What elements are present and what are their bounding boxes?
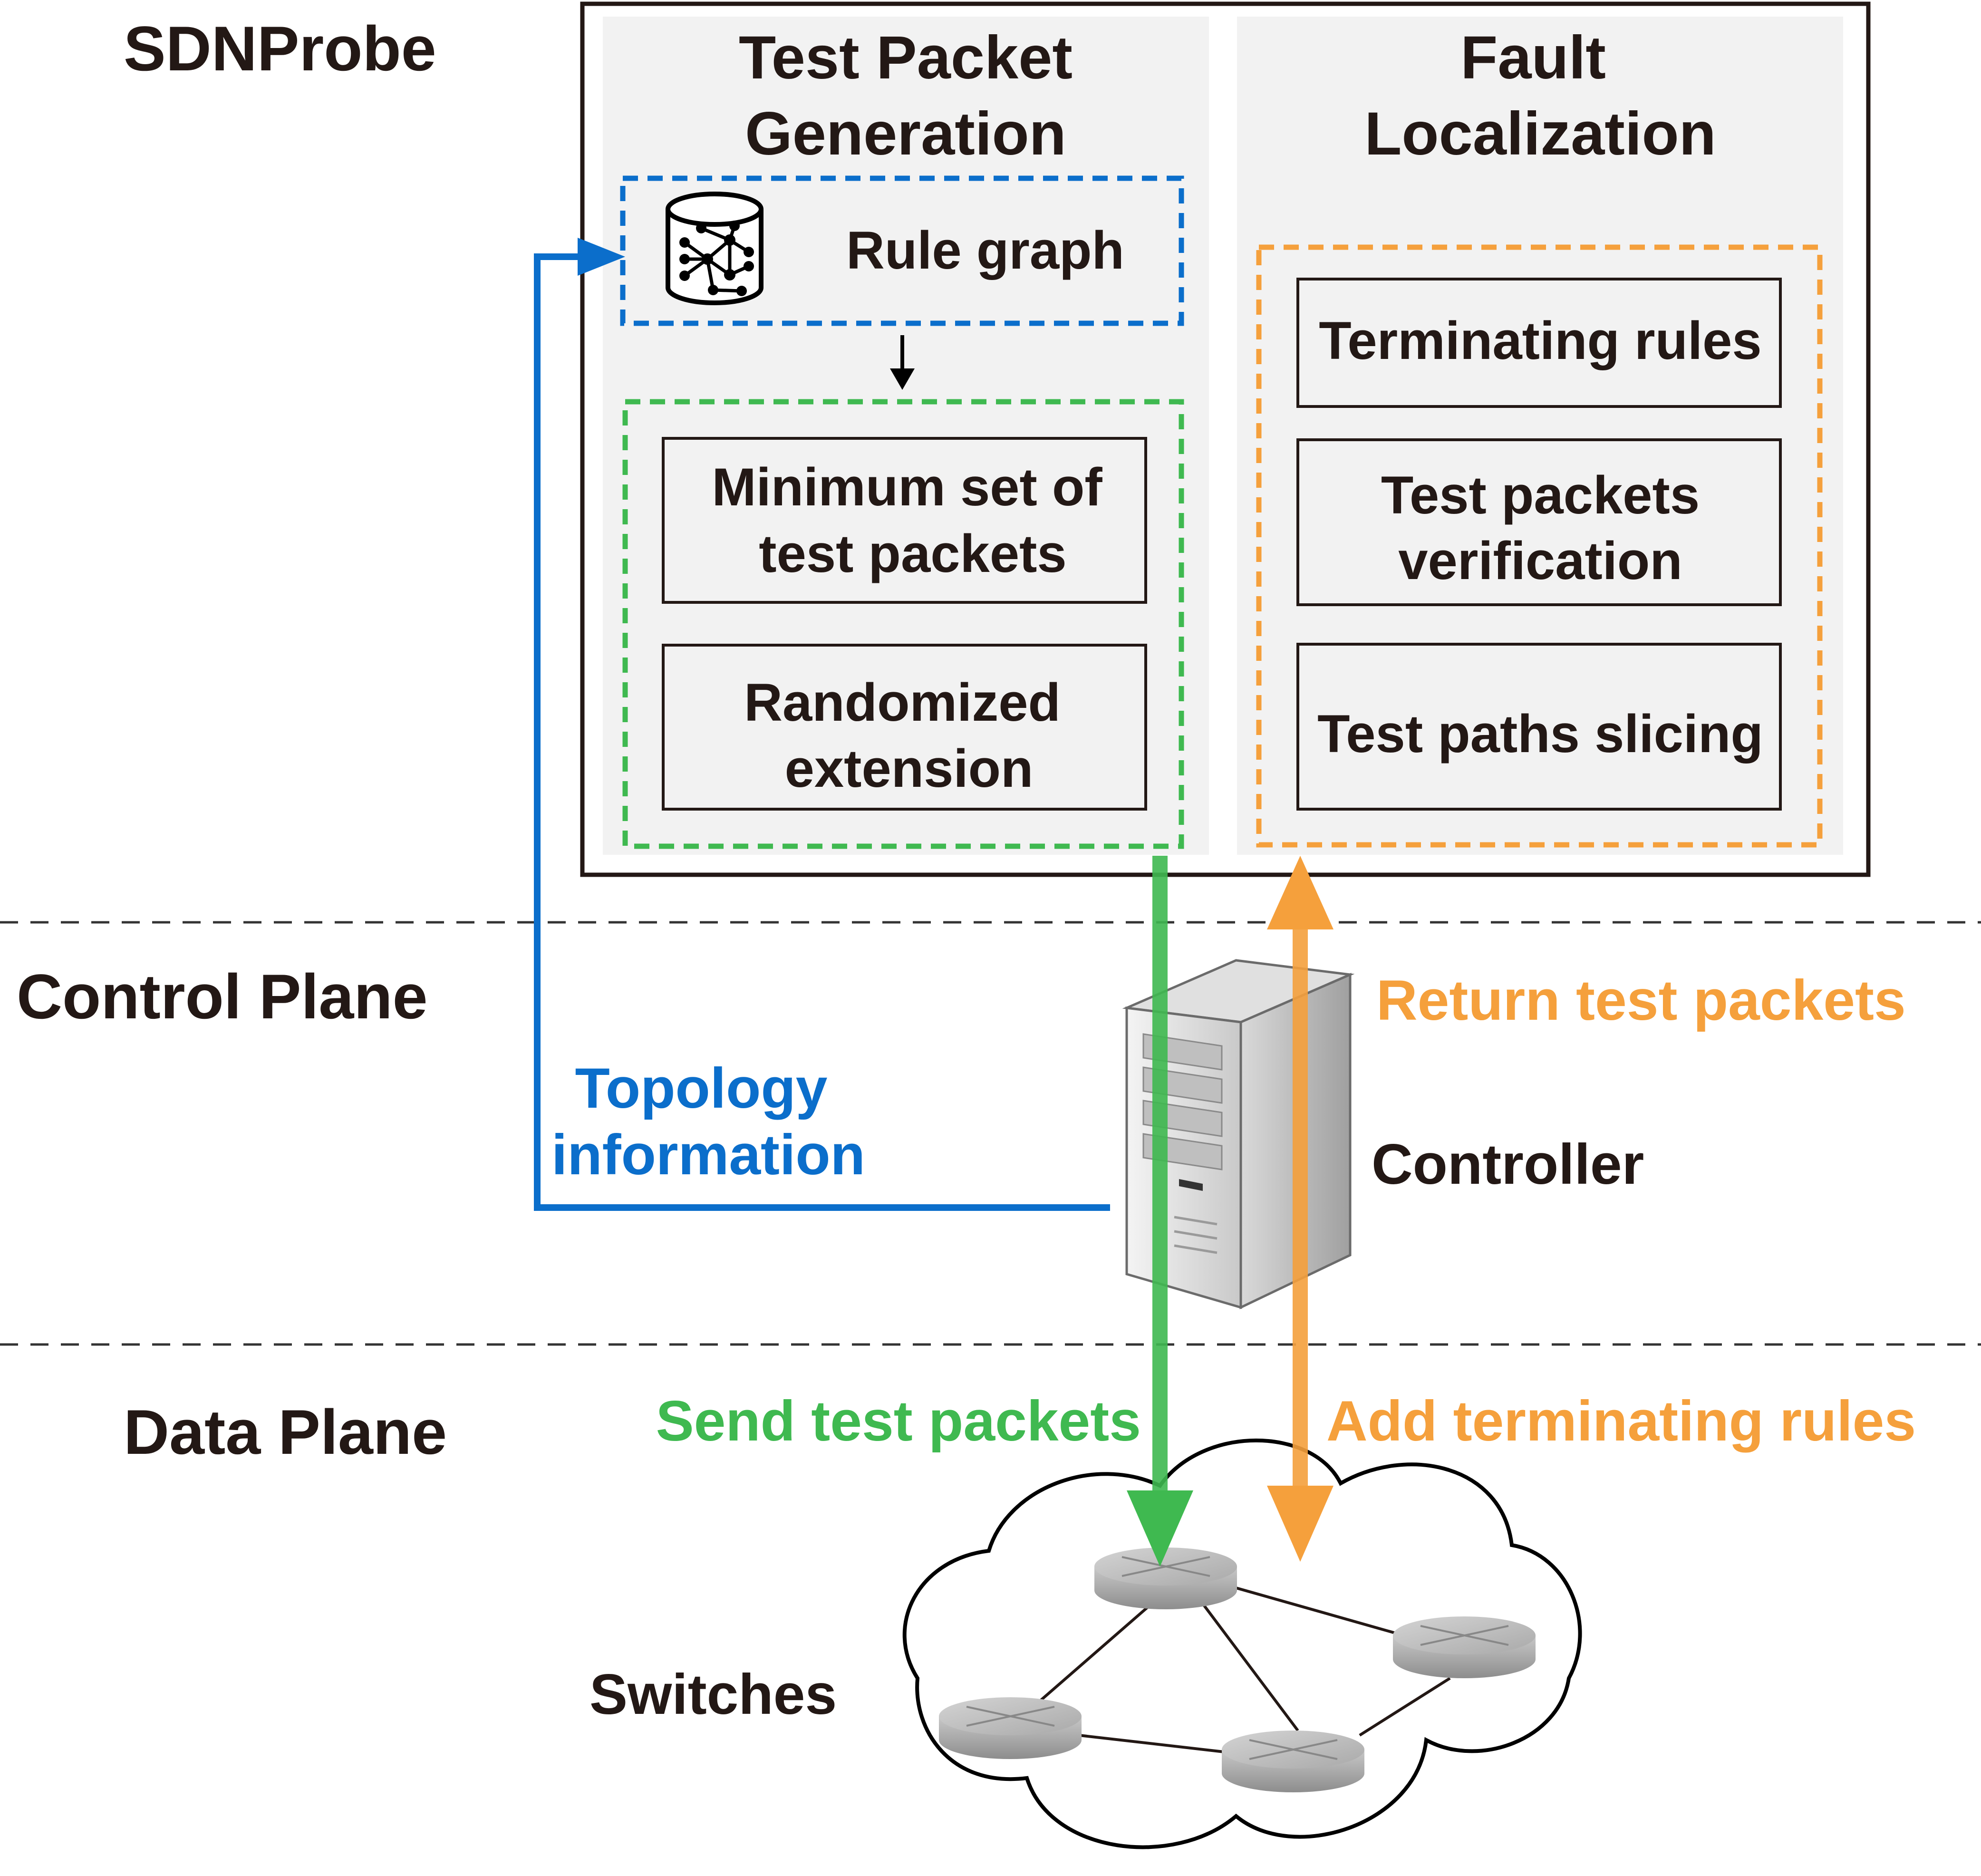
randomized-extension-box [662, 644, 1147, 811]
topology-label-line1: Topology [575, 1056, 828, 1120]
rule-graph-label: Rule graph [846, 221, 1124, 280]
switch-router-icon [939, 1697, 1082, 1759]
test-generation-box [622, 399, 1184, 849]
minimum-set-box [662, 437, 1147, 604]
data-plane-label: Data Plane [124, 1397, 447, 1468]
randomized-line1: Randomized [744, 673, 1061, 732]
slicing-label: Test paths slicing [1317, 704, 1763, 764]
switch-router-icon [1222, 1731, 1364, 1792]
verification-line1: Test packets [1381, 465, 1700, 525]
topology-label-line2: information [551, 1123, 865, 1187]
controller-label: Controller [1372, 1132, 1644, 1196]
minimum-set-line1: Minimum set of [712, 457, 1102, 517]
terminating-rules-label: Terminating rules [1319, 311, 1761, 370]
topology-arrow [534, 238, 1110, 1211]
switch-router-icon [1393, 1616, 1536, 1678]
sdnprobe-label: SDNProbe [124, 14, 436, 84]
randomized-line2: extension [785, 739, 1034, 798]
control-plane-label: Control Plane [17, 962, 428, 1032]
send-test-packets-label: Send test packets [656, 1389, 1141, 1453]
slicing-box [1296, 643, 1782, 811]
add-terminating-rules-label: Add terminating rules [1326, 1389, 1916, 1453]
switch-router-icon [1094, 1547, 1237, 1609]
send-test-packets-arrow [1127, 856, 1193, 1567]
switch-links [1038, 1586, 1451, 1753]
rule-graph-down-arrow [890, 335, 915, 390]
fl-title-line1: Fault [1460, 24, 1606, 92]
verification-box [1296, 438, 1782, 606]
verification-line2: verification [1398, 531, 1682, 590]
add-terminating-rules-arrow [1267, 856, 1334, 1562]
graph-database-icon [666, 192, 763, 305]
rule-graph-box [620, 175, 1184, 326]
tpg-title-line1: Test Packet [739, 24, 1073, 92]
switches-label: Switches [589, 1663, 837, 1726]
fault-localization-box [1256, 244, 1823, 848]
minimum-set-line2: test packets [759, 524, 1066, 583]
return-test-packets-label: Return test packets [1376, 968, 1906, 1032]
terminating-rules-box [1296, 278, 1782, 408]
fl-title-line2: Localization [1364, 100, 1716, 168]
tpg-title-line2: Generation [745, 100, 1066, 168]
